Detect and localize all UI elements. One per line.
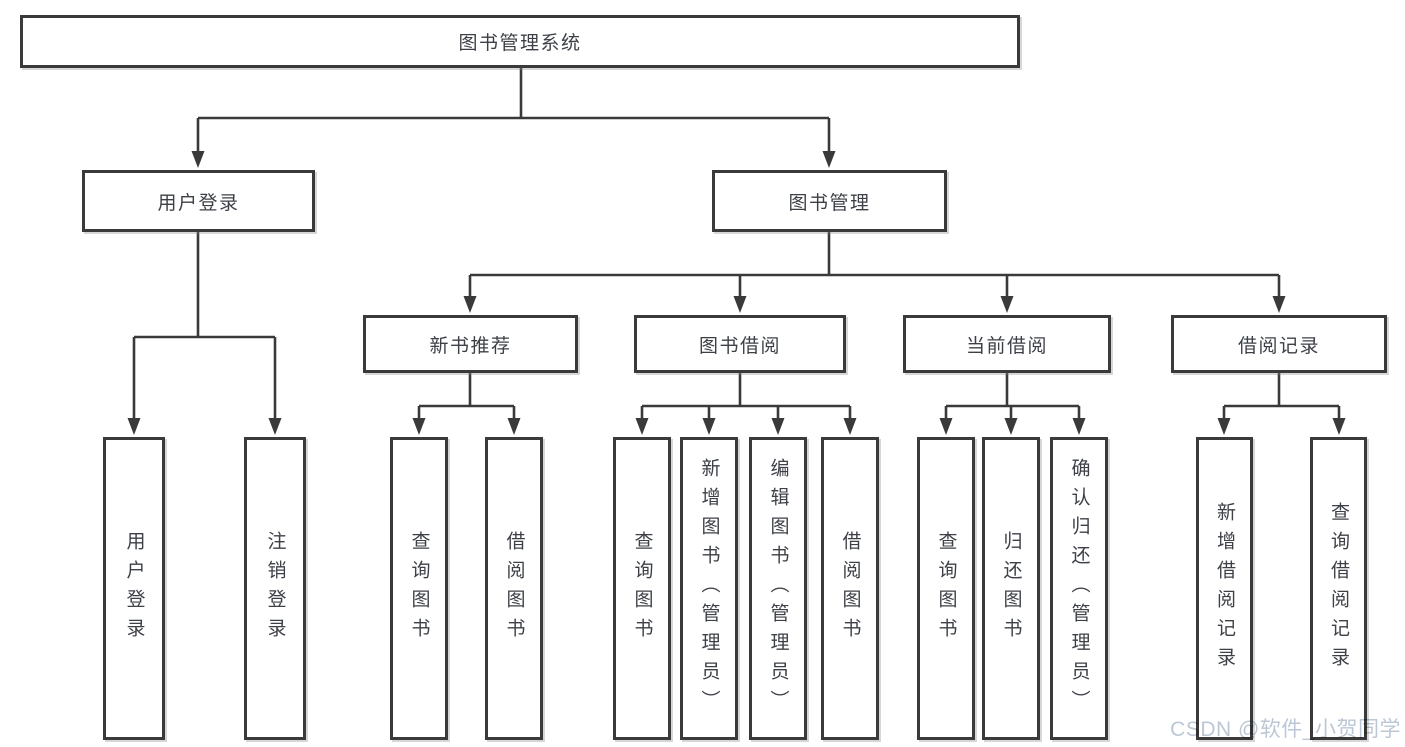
leaf-query-borrow-record: 查询借阅记录	[1310, 437, 1367, 740]
leaf-confirm-return-admin-label: 确认归还（管理员）	[1068, 458, 1090, 719]
node-book-management-branch: 图书管理	[712, 170, 947, 232]
leaf-recommend-query-books-label: 查询图书	[408, 530, 430, 647]
node-root-system: 图书管理系统	[20, 15, 1020, 68]
leaf-add-book-admin-label: 新增图书（管理员）	[698, 458, 720, 719]
leaf-borrowing-query-books: 查询图书	[613, 437, 671, 740]
leaf-current-query-books: 查询图书	[917, 437, 975, 740]
node-user-login-branch: 用户登录	[82, 170, 315, 232]
leaf-return-books-label: 归还图书	[1000, 530, 1022, 647]
leaf-user-login: 用户登录	[103, 437, 165, 740]
node-book-borrowing-label: 图书借阅	[698, 335, 781, 357]
node-root-label: 图书管理系统	[458, 33, 582, 54]
leaf-current-query-books-label: 查询图书	[935, 530, 957, 647]
node-current-borrowing: 当前借阅	[903, 315, 1111, 373]
node-borrow-records-label: 借阅记录	[1237, 335, 1320, 357]
node-user-login-branch-label: 用户登录	[157, 192, 240, 214]
leaf-confirm-return-admin: 确认归还（管理员）	[1050, 437, 1108, 740]
node-borrow-records: 借阅记录	[1171, 315, 1387, 373]
leaf-recommend-borrow-books: 借阅图书	[485, 437, 543, 740]
leaf-logout: 注销登录	[244, 437, 306, 740]
leaf-logout-label: 注销登录	[264, 530, 286, 647]
leaf-recommend-borrow-books-label: 借阅图书	[503, 530, 525, 647]
node-new-book-recommend: 新书推荐	[363, 315, 578, 373]
leaf-return-books: 归还图书	[982, 437, 1040, 740]
leaf-borrowing-query-books-label: 查询图书	[631, 530, 653, 647]
leaf-add-borrow-record-label: 新增借阅记录	[1214, 501, 1235, 676]
leaf-add-borrow-record: 新增借阅记录	[1196, 437, 1253, 740]
leaf-recommend-query-books: 查询图书	[390, 437, 448, 740]
node-book-borrowing: 图书借阅	[634, 315, 846, 373]
csdn-watermark: CSDN @软件_小贺同学	[1170, 718, 1401, 741]
node-book-management-branch-label: 图书管理	[788, 192, 871, 214]
leaf-borrowing-borrow-books: 借阅图书	[821, 437, 879, 740]
leaf-user-login-label: 用户登录	[123, 530, 145, 647]
leaf-add-book-admin: 新增图书（管理员）	[680, 437, 738, 740]
node-new-book-recommend-label: 新书推荐	[429, 335, 512, 357]
leaf-edit-book-admin-label: 编辑图书（管理员）	[767, 458, 789, 719]
leaf-edit-book-admin: 编辑图书（管理员）	[749, 437, 807, 740]
node-current-borrowing-label: 当前借阅	[965, 335, 1048, 357]
leaf-query-borrow-record-label: 查询借阅记录	[1328, 501, 1349, 676]
leaf-borrowing-borrow-books-label: 借阅图书	[839, 530, 861, 647]
